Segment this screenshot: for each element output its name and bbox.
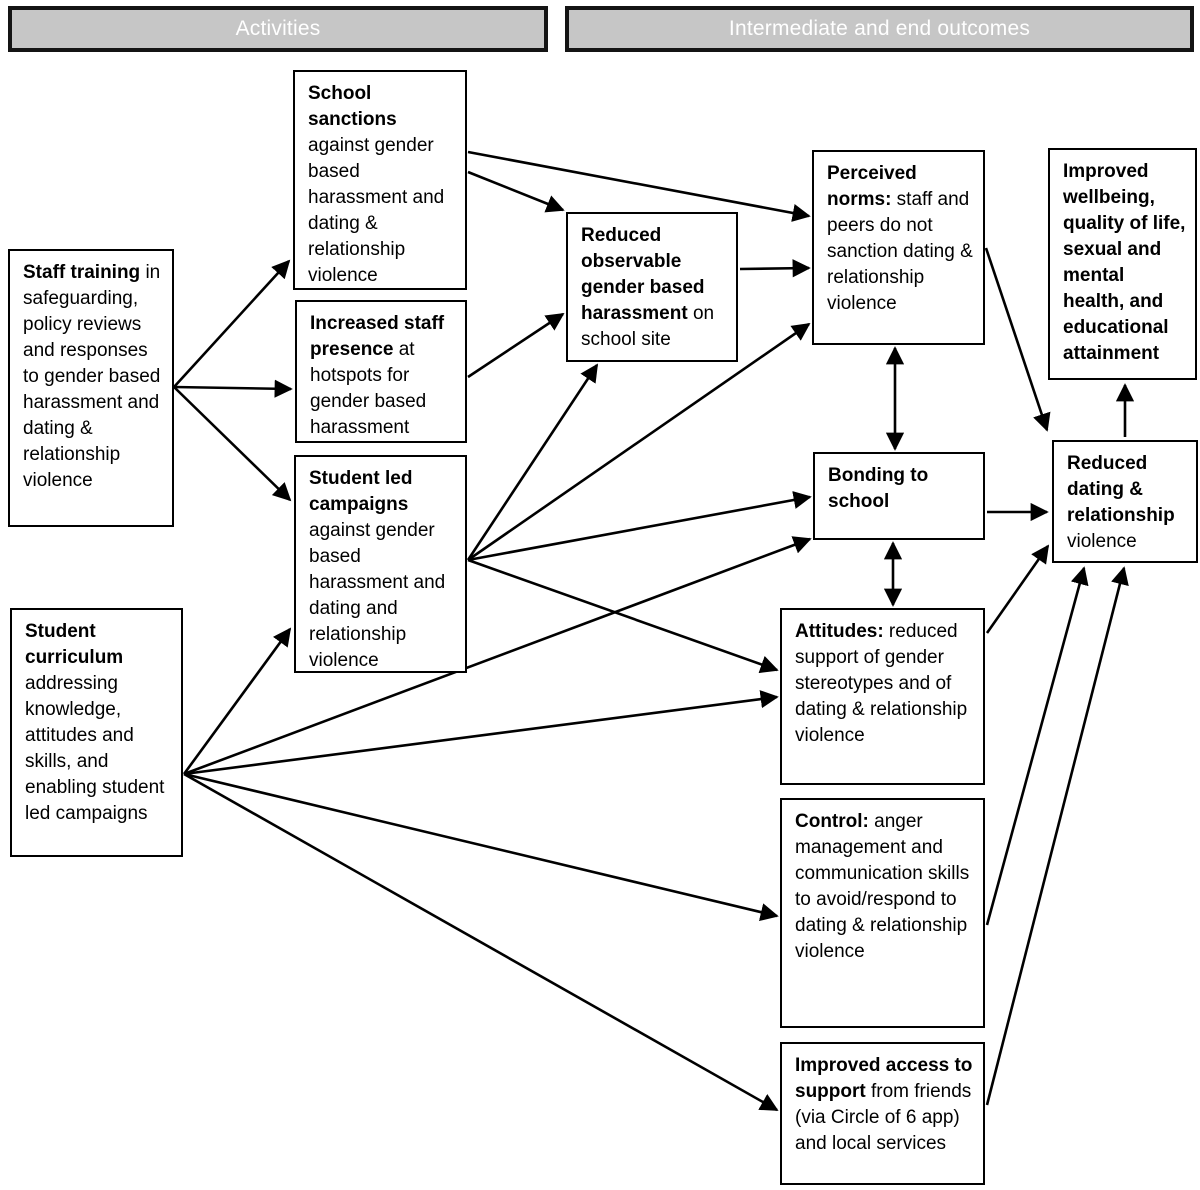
node-attitudes-desc: reduced support of gender stereotypes an… [795, 621, 968, 746]
node-reduced-violence-desc: violence [1067, 531, 1137, 552]
arrow-control-to-reduced-violence [985, 566, 1089, 926]
node-reduced-harassment-desc: on school site [581, 303, 715, 350]
node-student-curriculum-title: Student curriculum [25, 621, 124, 668]
node-school-sanctions-desc: against gender based harassment and dati… [308, 135, 445, 286]
arrow-staff-training-to-staff-presence [173, 379, 293, 398]
node-staff-training-desc: in safeguarding, policy reviews and resp… [23, 262, 161, 491]
node-reduced-observable-harassment: Reduced observable gender based harassme… [566, 212, 738, 362]
arrow-student-curriculum-to-improved-access [183, 772, 779, 1112]
arrow-attitudes-to-reduced-violence [985, 544, 1050, 634]
arrow-student-campaigns-to-perceived-norms [467, 322, 811, 562]
node-control-title: Control: [795, 811, 869, 832]
node-improved-access-title: Improved access to support [795, 1055, 973, 1102]
node-perceived-norms: Perceived norms: staff and peers do not … [812, 150, 985, 345]
arrow-student-campaigns-to-bonding [467, 491, 812, 562]
node-student-curriculum: Student curriculum addressing knowledge,… [10, 608, 183, 857]
arrow-student-curriculum-to-control [183, 772, 779, 922]
arrow-student-curriculum-to-attitudes [183, 690, 779, 776]
arrow-improved-access-to-reduced-violence [985, 566, 1129, 1106]
node-attitudes: Attitudes: reduced support of gender ste… [780, 608, 985, 785]
node-staff-training: Staff training in safeguarding, policy r… [8, 249, 174, 527]
node-student-curriculum-desc: addressing knowledge, attitudes and skil… [25, 673, 165, 824]
arrow-staff-presence-to-reduced-harassment [467, 312, 565, 379]
node-student-campaigns-desc: against gender based harassment and dati… [309, 520, 446, 671]
node-control-desc: anger management and communication skill… [795, 811, 970, 962]
arrow-reduced-harassment-to-perceived-norms [739, 259, 811, 278]
node-student-campaigns-title: Student led campaigns [309, 468, 413, 515]
node-staff-presence-desc: at hotspots for gender based harassment [310, 339, 427, 438]
node-attitudes-title: Attitudes: [795, 621, 884, 642]
arrow-school-sanctions-to-reduced-harassment [467, 170, 565, 213]
node-perceived-norms-desc: staff and peers do not sanction dating &… [827, 189, 973, 314]
node-school-sanctions-title: School sanctions [308, 83, 397, 130]
node-improved-access-to-support: Improved access to support from friends … [780, 1042, 985, 1185]
arrow-student-curriculum-to-student-campaigns [182, 627, 292, 775]
node-bonding-title: Bonding to school [828, 465, 929, 512]
arrow-school-sanctions-to-perceived-norms [467, 150, 811, 222]
node-improved-wellbeing-title: Improved wellbeing, quality of life, sex… [1063, 161, 1186, 364]
arrow-staff-training-to-student-campaigns [173, 386, 292, 502]
node-reduced-harassment-title: Reduced observable gender based harassme… [581, 225, 705, 324]
arrow-student-curriculum-to-bonding [183, 536, 812, 776]
node-control: Control: anger management and communicat… [780, 798, 985, 1028]
node-bonding-to-school: Bonding to school [813, 452, 985, 540]
node-improved-wellbeing: Improved wellbeing, quality of life, sex… [1048, 148, 1197, 380]
header-activities-label: Activities [235, 17, 321, 40]
arrow-perceived-norms-to-reduced-violence [984, 247, 1051, 432]
node-staff-presence-title: Increased staff presence [310, 313, 445, 360]
arrow-staff-training-to-school-sanctions [173, 259, 291, 388]
header-activities: Activities [8, 6, 548, 52]
node-perceived-norms-title: Perceived norms: [827, 163, 917, 210]
node-reduced-violence-title: Reduced dating & relationship [1067, 453, 1175, 526]
arrow-student-campaigns-to-attitudes [467, 558, 779, 674]
node-increased-staff-presence: Increased staff presence at hotspots for… [295, 300, 467, 443]
node-reduced-dating-relationship-violence: Reduced dating & relationship violence [1052, 440, 1198, 563]
header-outcomes-label: Intermediate and end outcomes [728, 17, 1031, 40]
header-intermediate-end-outcomes: Intermediate and end outcomes [565, 6, 1194, 52]
arrow-student-campaigns-to-reduced-harassment [466, 363, 599, 561]
node-staff-training-title: Staff training [23, 262, 141, 283]
node-school-sanctions: School sanctions against gender based ha… [293, 70, 467, 290]
node-improved-access-desc: from friends (via Circle of 6 app) and l… [795, 1081, 972, 1154]
node-student-led-campaigns: Student led campaigns against gender bas… [294, 455, 467, 673]
